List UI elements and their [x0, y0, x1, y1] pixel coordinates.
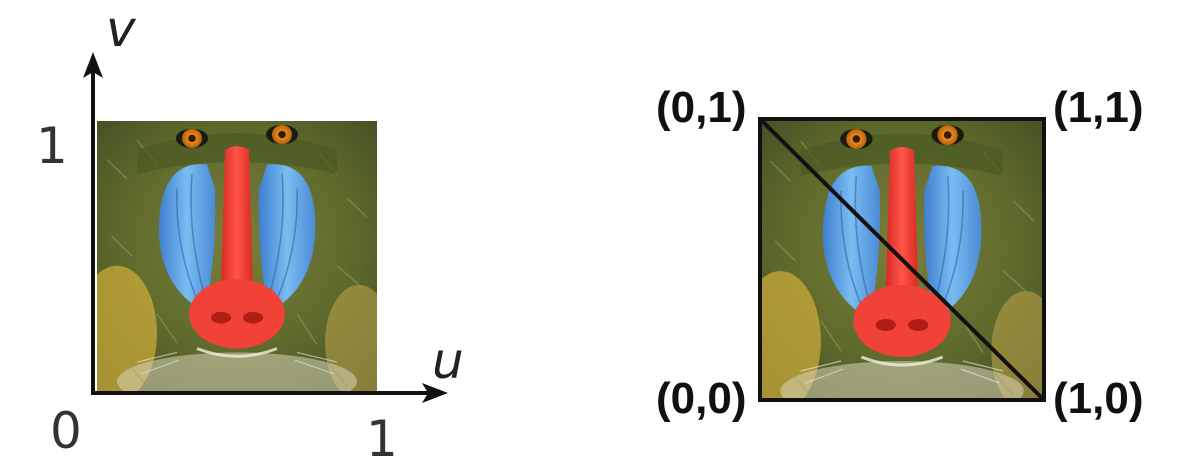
origin-label: 0 — [50, 402, 82, 460]
uv-quad-panel: (0,1) (1,1) (0,0) (1,0) — [656, 83, 1143, 423]
u-axis-label: u — [432, 332, 464, 390]
quad-diagonal — [758, 117, 1046, 402]
v-axis-arrowhead — [83, 52, 103, 78]
mandrill-texture-left — [97, 121, 377, 391]
u-axis-arrowhead — [422, 383, 448, 403]
corner-label-top-right: (1,1) — [1053, 83, 1143, 132]
v-axis-label: v — [106, 0, 137, 58]
corner-label-top-left: (0,1) — [656, 83, 746, 132]
uv-axes-panel: v u 1 0 1 — [36, 0, 464, 466]
quad-outline — [758, 117, 1046, 402]
corner-label-bottom-left: (0,0) — [656, 374, 746, 423]
corner-label-bottom-right: (1,0) — [1053, 374, 1143, 423]
v-tick-label-one: 1 — [36, 117, 68, 175]
u-tick-label-one: 1 — [366, 410, 398, 466]
mandrill-texture-right — [760, 121, 1044, 401]
